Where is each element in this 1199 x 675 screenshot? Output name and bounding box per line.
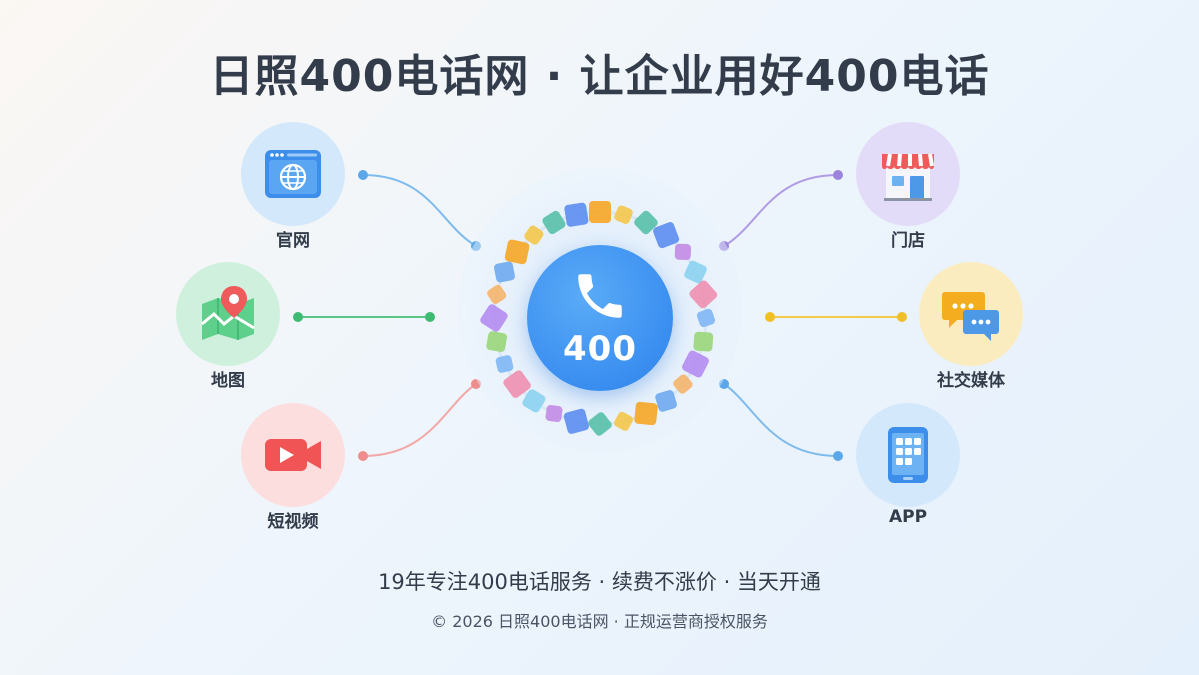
channel-web-label: 官网: [276, 231, 310, 251]
channel-social-label: 社交媒体: [937, 371, 1005, 391]
hub-400: 400: [527, 245, 673, 391]
channel-social: [919, 262, 1023, 366]
channel-map: [176, 262, 280, 366]
ring-tile: [689, 280, 718, 309]
ring-tile: [524, 225, 544, 245]
ring-tile: [684, 260, 707, 284]
hub-number: 400: [563, 329, 637, 369]
copyright: © 2026 日照400电话网 · 正规运营商授权服务: [431, 612, 768, 631]
ring-tile: [614, 205, 633, 224]
channel-store: [856, 122, 960, 226]
ring-tile: [614, 411, 634, 431]
ring-tile: [682, 350, 709, 378]
ring-tile: [522, 389, 546, 413]
ring-tile: [503, 370, 531, 398]
page-title: 日照400电话网 · 让企业用好400电话: [209, 51, 990, 102]
ring-tile: [480, 304, 508, 332]
phone-icon: [578, 274, 622, 318]
ring-tile: [693, 331, 714, 352]
connector-app: [723, 383, 839, 457]
ring-tile: [653, 222, 680, 249]
connector-social-end-dot: [897, 312, 907, 322]
channel-map-label: 地图: [211, 371, 245, 391]
connector-app-start-dot: [833, 451, 843, 461]
ring-tile: [545, 404, 563, 423]
connector-store: [723, 174, 839, 247]
chat-bubbles-icon: [942, 292, 999, 341]
ring-tile: [495, 355, 514, 373]
ring-tile: [674, 243, 692, 261]
connector-video: [362, 383, 477, 457]
ring-tile: [634, 210, 658, 235]
ring-tile: [634, 401, 658, 426]
connector-map-end-dot: [425, 312, 435, 322]
ring-tile: [655, 390, 677, 412]
storefront-icon: [882, 153, 934, 201]
connector-web: [362, 174, 477, 247]
ring-tile: [494, 261, 515, 283]
connector-store-start-dot: [833, 170, 843, 180]
connector-web-start-dot: [358, 170, 368, 180]
ring-tile: [504, 239, 530, 265]
ring-tile: [564, 202, 589, 227]
connector-map-start-dot: [293, 312, 303, 322]
ring-tile: [588, 412, 612, 436]
ring-tile: [563, 408, 589, 434]
channel-app-label: APP: [888, 507, 928, 527]
channel-app: [856, 403, 960, 507]
channel-store-label: 门店: [891, 231, 925, 251]
ring-tile: [589, 201, 611, 223]
tablet-app-icon: [888, 427, 928, 483]
video-play-icon: [265, 439, 321, 471]
map-pin-icon: [201, 286, 255, 340]
ring-tile: [486, 331, 508, 352]
ring-tile: [542, 210, 566, 235]
channel-video-label: 短视频: [267, 512, 319, 532]
ring-tile: [673, 374, 693, 394]
tagline: 19年专注400电话服务 · 续费不涨价 · 当天开通: [378, 570, 821, 594]
channel-web: [241, 122, 345, 226]
ring-tile: [487, 284, 507, 304]
connector-social-start-dot: [765, 312, 775, 322]
globe-browser-icon: [265, 150, 321, 198]
ring-tile: [696, 308, 716, 328]
connector-video-start-dot: [358, 451, 368, 461]
channel-video: [241, 403, 345, 507]
